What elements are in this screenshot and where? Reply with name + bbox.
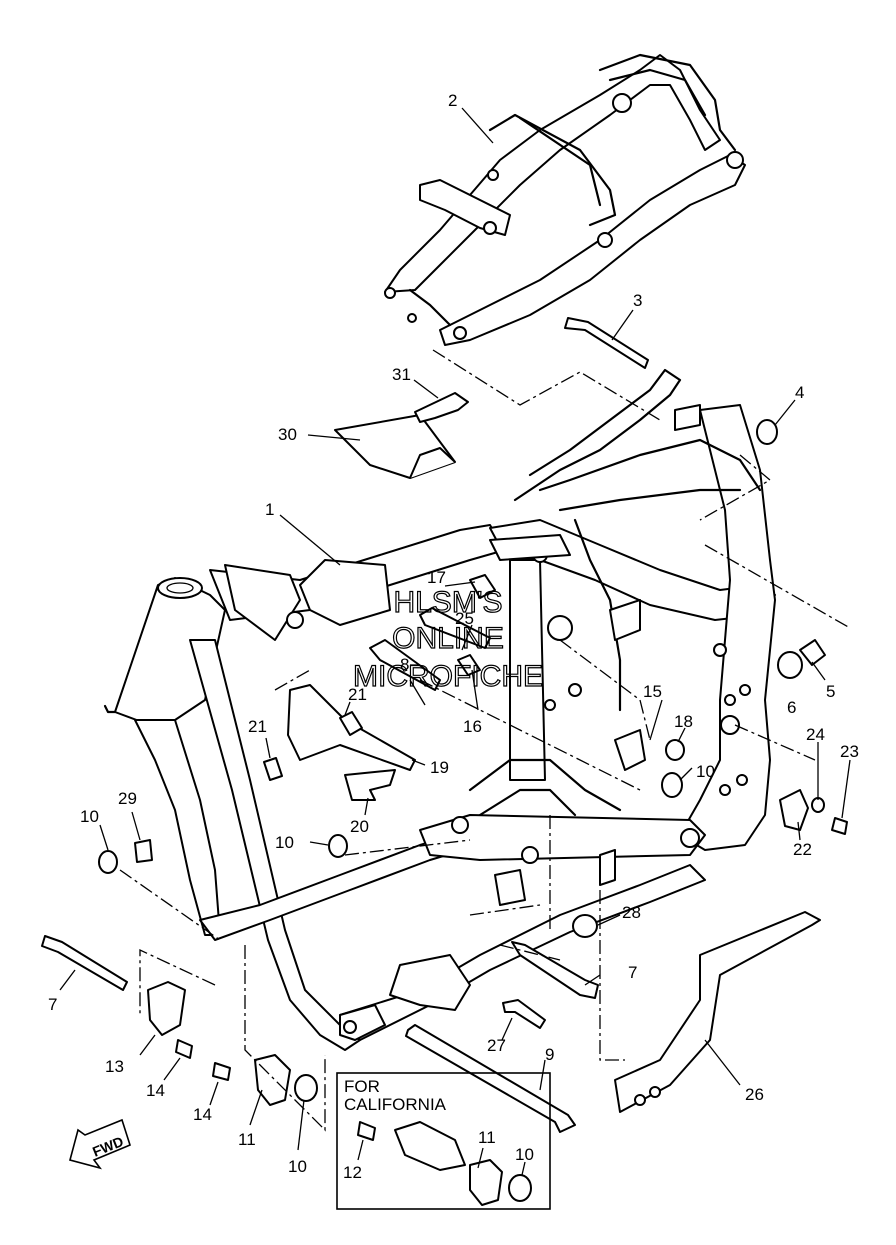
reference-lines	[119, 349, 851, 1132]
callout-10a: 10	[80, 807, 99, 826]
callout-22: 22	[793, 840, 812, 859]
callout-14b: 14	[193, 1105, 212, 1124]
watermark-line2: ONLINE	[392, 622, 504, 655]
callout-30: 30	[278, 425, 297, 444]
callout-31: 31	[392, 365, 411, 384]
callout-10d: 10	[288, 1157, 307, 1176]
main-frame	[103, 368, 776, 1051]
callout-11b: 11	[478, 1128, 496, 1147]
plates-30-31	[334, 392, 469, 479]
callout-8: 8	[400, 655, 409, 674]
callout-15: 15	[643, 682, 662, 701]
callout-24: 24	[806, 725, 825, 744]
forward-arrow-icon: FWD	[69, 1118, 131, 1170]
callout-7a: 7	[48, 995, 57, 1014]
callout-13: 13	[105, 1057, 124, 1076]
callout-9: 9	[545, 1045, 554, 1064]
callout-10b: 10	[275, 833, 294, 852]
callout-20: 20	[350, 817, 369, 836]
callout-4: 4	[795, 383, 804, 402]
callout-23: 23	[840, 742, 859, 761]
callout-12: 12	[343, 1163, 362, 1182]
callout-17: 17	[427, 568, 446, 587]
callout-10c: 10	[696, 762, 715, 781]
leader-lines	[59, 107, 851, 1176]
callout-16: 16	[463, 717, 482, 736]
callout-14a: 14	[146, 1081, 165, 1100]
callout-25: 25	[455, 609, 474, 628]
callout-10e: 10	[515, 1145, 534, 1164]
california-box-line2: CALIFORNIA	[344, 1095, 447, 1114]
callout-28: 28	[622, 903, 641, 922]
watermark-line3: MICROFICHE	[353, 660, 543, 693]
callout-3: 3	[633, 291, 642, 310]
california-box: FOR CALIFORNIA	[336, 1072, 551, 1210]
callout-2: 2	[448, 91, 457, 110]
rear-subframe	[384, 53, 746, 346]
callout-1: 1	[265, 500, 274, 519]
callout-numbers: 1 2 3 4 5 6 7 7 8 9 10 10 10 10 10 11 11…	[48, 91, 859, 1182]
callout-7b: 7	[628, 963, 637, 982]
callout-26: 26	[745, 1085, 764, 1104]
callout-6: 6	[787, 698, 796, 717]
callout-5: 5	[826, 682, 835, 701]
fasteners	[41, 317, 848, 1206]
callout-21a: 21	[348, 685, 367, 704]
callout-18: 18	[674, 712, 693, 731]
callout-19: 19	[430, 758, 449, 777]
callout-11a: 11	[238, 1130, 256, 1149]
watermark: HLSM'S ONLINE MICROFICHE	[352, 585, 543, 693]
callout-29: 29	[118, 789, 137, 808]
callout-21b: 21	[248, 717, 267, 736]
callout-27: 27	[487, 1036, 506, 1055]
watermark-line1: HLSM'S	[393, 586, 502, 619]
california-box-line1: FOR	[344, 1077, 380, 1096]
